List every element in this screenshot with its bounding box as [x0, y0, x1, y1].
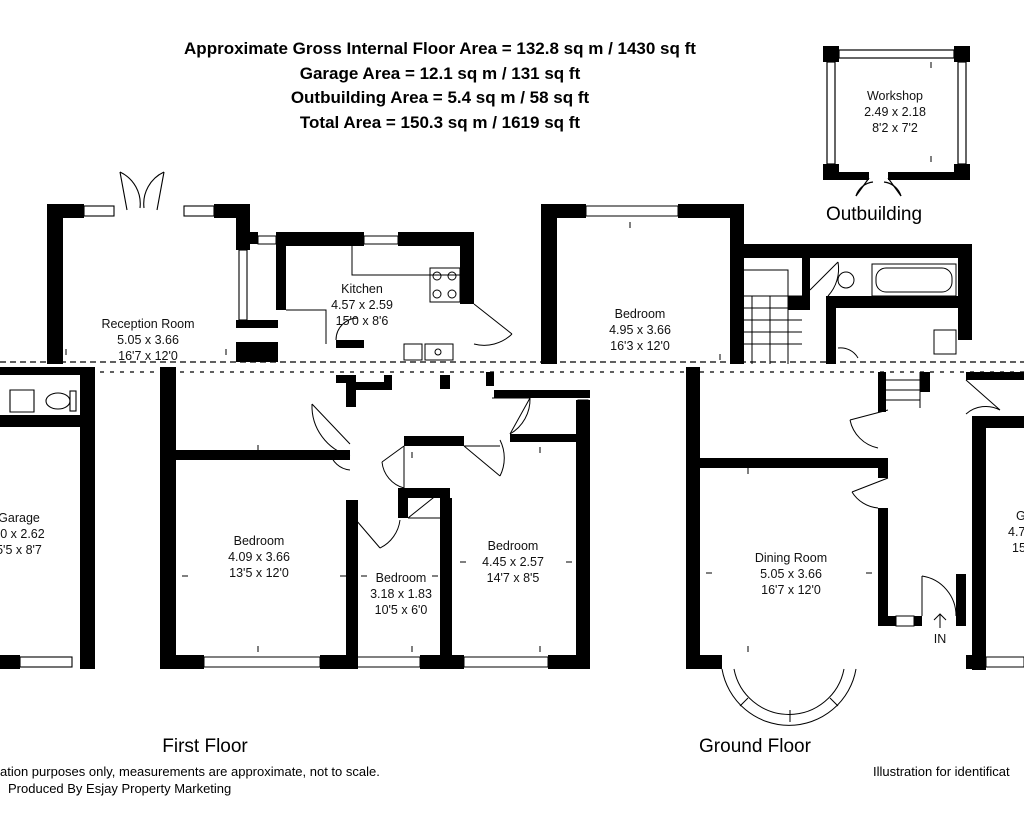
dining-metric: 5.05 x 3.66 — [760, 567, 822, 581]
first-floor-label: First Floor — [162, 736, 248, 757]
right-cut-metric: 4.7 — [1008, 525, 1024, 539]
bedroom-3-name: Bedroom — [488, 539, 539, 553]
reception-name: Reception Room — [101, 317, 194, 331]
bedroom-2-name: Bedroom — [376, 571, 427, 585]
bedroom-2-metric: 3.18 x 1.83 — [370, 587, 432, 601]
bedroom-top-name: Bedroom — [615, 307, 666, 321]
kitchen-imperial: 15'0 x 8'6 — [336, 314, 389, 328]
dining-imperial: 16'7 x 12'0 — [761, 583, 821, 597]
ground-floor-plan — [541, 204, 1024, 726]
bedroom-2-imperial: 10'5 x 6'0 — [375, 603, 428, 617]
first-floor-plan — [0, 171, 1024, 669]
reception-imperial: 16'7 x 12'0 — [118, 349, 178, 363]
total-area: Total Area = 150.3 sq m / 1619 sq ft — [299, 113, 581, 132]
room-bedroom-3: Bedroom 4.45 x 2.57 14'7 x 8'5 — [482, 539, 544, 585]
room-bedroom-2: Bedroom 3.18 x 1.83 10'5 x 6'0 — [370, 571, 432, 617]
bedroom-1-metric: 4.09 x 3.66 — [228, 550, 290, 564]
outbuilding-area: Outbuilding Area = 5.4 sq m / 58 sq ft — [290, 88, 590, 107]
room-workshop: Workshop 2.49 x 2.18 8'2 x 7'2 — [864, 89, 926, 135]
bedroom-1-imperial: 13'5 x 12'0 — [229, 566, 289, 580]
garage-area: Garage Area = 12.1 sq m / 131 sq ft — [299, 64, 581, 83]
produced-by: Produced By Esjay Property Marketing — [8, 781, 232, 796]
kitchen-name: Kitchen — [341, 282, 383, 296]
outbuilding-label: Outbuilding — [826, 204, 922, 225]
garage-walls — [0, 367, 95, 669]
ground-floor-label: Ground Floor — [699, 736, 812, 757]
entrance-label: IN — [934, 632, 947, 646]
bedroom-1-name: Bedroom — [234, 534, 285, 548]
dining-and-hall-walls — [686, 367, 1024, 670]
room-right-cut: G 4.7 15 — [1008, 509, 1024, 555]
disclaimer-left: ation purposes only, measurements are ap… — [0, 764, 380, 779]
right-cut-name: G — [1016, 509, 1024, 523]
dining-name: Dining Room — [755, 551, 827, 565]
reception-metric: 5.05 x 3.66 — [117, 333, 179, 347]
room-bedroom-top: Bedroom 4.95 x 3.66 16'3 x 12'0 — [609, 307, 671, 353]
right-cut-imperial: 15 — [1012, 541, 1024, 555]
workshop-metric: 2.49 x 2.18 — [864, 105, 926, 119]
bedroom-3-metric: 4.45 x 2.57 — [482, 555, 544, 569]
room-garage: Garage 70 x 2.62 5'5 x 8'7 — [0, 511, 45, 557]
workshop-name: Workshop — [867, 89, 923, 103]
outbuilding-plan — [823, 46, 970, 197]
kitchen-metric: 4.57 x 2.59 — [331, 298, 393, 312]
room-bedroom-1: Bedroom 4.09 x 3.66 13'5 x 12'0 — [228, 534, 290, 580]
disclaimer-right: Illustration for identificat — [873, 764, 1010, 779]
kitchen-walls — [236, 232, 474, 348]
room-dining: Dining Room 5.05 x 3.66 16'7 x 12'0 — [755, 551, 827, 597]
garage-imperial: 5'5 x 8'7 — [0, 543, 42, 557]
workshop-imperial: 8'2 x 7'2 — [872, 121, 918, 135]
top-bedroom-walls — [541, 204, 972, 364]
gross-internal-area: Approximate Gross Internal Floor Area = … — [184, 39, 696, 58]
dimension-ticks — [65, 222, 872, 652]
bedroom-top-metric: 4.95 x 3.66 — [609, 323, 671, 337]
garage-metric: 70 x 2.62 — [0, 527, 45, 541]
bedroom-top-imperial: 16'3 x 12'0 — [610, 339, 670, 353]
room-kitchen: Kitchen 4.57 x 2.59 15'0 x 8'6 — [331, 282, 393, 328]
cut-line — [0, 361, 1024, 373]
garage-name: Garage — [0, 511, 40, 525]
room-reception: Reception Room 5.05 x 3.66 16'7 x 12'0 — [101, 317, 194, 363]
bedroom-3-imperial: 14'7 x 8'5 — [487, 571, 540, 585]
first-floor-bedroom-walls — [160, 367, 590, 669]
